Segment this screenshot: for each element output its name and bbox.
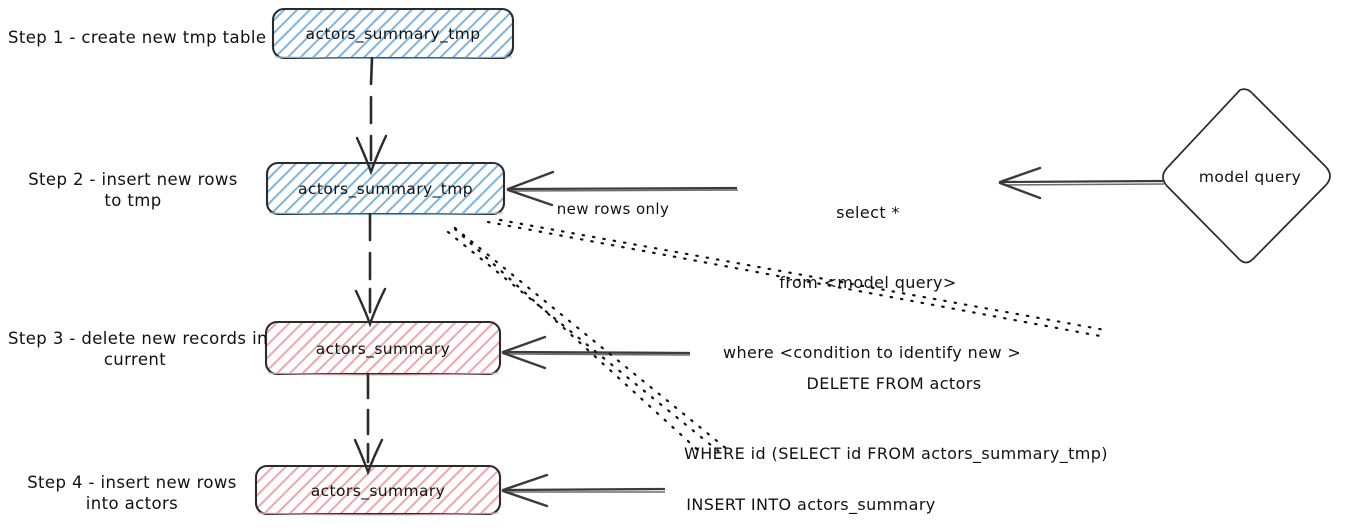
step-1-label: Step 1 - create new tmp table [8,28,267,47]
arrow-delete-sql-to-node3 [501,335,691,370]
node-label-model-query: model query [1198,168,1302,186]
delete-sql-line-1: DELETE FROM actors [806,374,982,394]
node-label-actors-summary-tmp-1: actors_summary_tmp [305,25,481,43]
node-label-actors-summary-2: actors_summary [310,482,446,500]
arrow-insert-sql-to-node4 [501,473,666,508]
delete-sql-line-2: WHERE id (SELECT id FROM actors_summary_… [684,443,1108,463]
insert-sql-line-1: INSERT INTO actors_summary [686,495,936,515]
model-query-sql-line-1: select * [836,203,900,223]
flow-arrow-step2-to-step3 [354,212,387,328]
flow-arrow-step3-to-step4 [353,372,384,476]
node-label-actors-summary-1: actors_summary [315,340,451,358]
annotation-insert-sql: INSERT INTO actors_summary SELECT * FROM… [676,447,946,528]
model-query-sql-line-2: from <model query> [779,272,957,292]
annotation-delete-sql: DELETE FROM actors WHERE id (SELECT id F… [684,326,1108,512]
flow-arrow-step1-to-step2 [355,56,388,176]
node-label-actors-summary-tmp-2: actors_summary_tmp [298,180,473,198]
annotation-new-rows-only: new rows only [556,200,670,218]
arrow-model-query-to-sql [998,166,1165,200]
